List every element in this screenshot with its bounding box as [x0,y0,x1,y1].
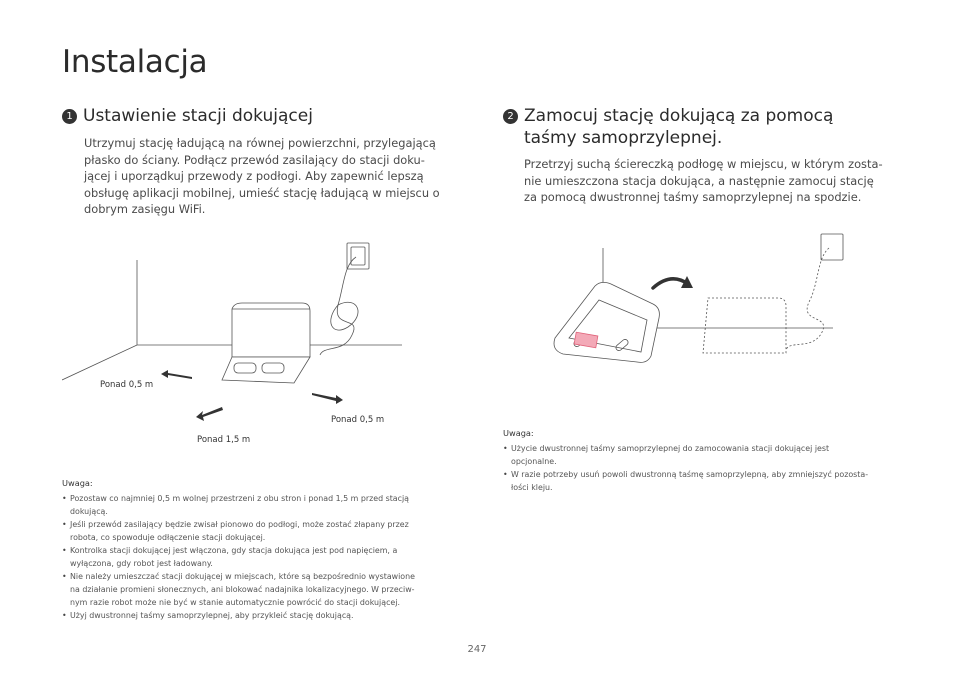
wall-socket-icon [820,233,844,261]
page-title: Instalacja [62,44,208,80]
list-item: Nie należy umieszczać stacji dokującej w… [62,570,452,609]
step1-heading: 1 Ustawienie stacji dokującej [62,105,462,127]
step1-body: Utrzymuj stację ładującą na równej powie… [84,135,464,218]
power-cable-dashed [785,247,830,351]
docking-station-icon [231,302,311,358]
step1-note-title: Uwaga: [62,478,93,488]
step2-body-line: za pomocą dwustronnej taśmy samoprzylepn… [524,190,862,204]
step2-body-line: Przetrzyj suchą ściereczką podłogę w mie… [524,157,883,171]
floor-line-left [62,344,138,381]
arrow-left-icon [161,370,192,379]
arrow-right-icon [312,393,343,404]
step2-number-badge: 2 [503,109,518,124]
step1-body-line: jącej i uporządkuj przewody z podłogi. A… [84,169,424,183]
step2-body-line: nie umieszczona stacja dokująca, a nastę… [524,173,874,188]
step1-notes: Uwaga: Pozostaw co najmniej 0,5 m wolnej… [62,478,452,622]
step1-number-badge: 1 [62,109,77,124]
step2-section: 2 Zamocuj stację dokującą za pomocą taśmy… [503,105,903,149]
list-item: Jeśli przewód zasilający będzie zwisał p… [62,518,452,544]
adhesive-tape-mounting-illustration [553,233,844,363]
docking-station-placement-illustration [62,242,402,421]
step1-body-line: Utrzymuj stację ładującą na równej powie… [84,136,436,150]
wall-socket-icon [346,242,370,270]
clearance-arrows [161,370,343,421]
clearance-label-front: Ponad 1,5 m [197,435,251,445]
list-item: Kontrolka stacji dokującej jest włączona… [62,544,452,570]
step2-note-list: Użycie dwustronnej taśmy samoprzylepnej … [503,442,903,494]
list-item: Pozostaw co najmniej 0,5 m wolnej przest… [62,492,452,518]
list-item: Użyj dwustronnej taśmy samoprzylepnej, a… [62,609,452,622]
clearance-label-right: Ponad 0,5 m [331,415,385,425]
step1-body-line: dobrym zasięgu WiFi. [84,202,206,216]
page-number: 247 [467,644,487,655]
step2-heading-line: taśmy samoprzylepnej. [524,128,723,148]
step2-heading: 2 Zamocuj stację dokującą za pomocą taśmy… [503,105,903,149]
list-item: W razie potrzeby usuń powoli dwustronną … [503,468,903,494]
step1-body-line: obsługę aplikacji mobilnej, umieść stacj… [84,185,440,200]
step2-heading-line: Zamocuj stację dokującą za pomocą [524,106,834,126]
step2-note-title: Uwaga: [503,428,534,438]
power-cable [319,256,357,356]
station-placed-outline-icon [702,297,787,354]
step1-note-list: Pozostaw co najmniej 0,5 m wolnej przest… [62,492,452,622]
arrow-front-icon [196,407,223,421]
clearance-label-left: Ponad 0,5 m [100,380,154,390]
step1-section: 1 Ustawienie stacji dokującej [62,105,462,127]
list-item: Użycie dwustronnej taśmy samoprzylepnej … [503,442,903,468]
adhesive-tape-icon [573,331,599,349]
step2-notes: Uwaga: Użycie dwustronnej taśmy samoprzy… [503,428,903,494]
step1-body-line: płasko do ściany. Podłącz przewód zasila… [84,152,425,167]
step1-heading-text: Ustawienie stacji dokującej [83,106,313,126]
step2-body: Przetrzyj suchą ściereczką podłogę w mie… [524,156,904,206]
station-underside-icon [553,282,660,363]
